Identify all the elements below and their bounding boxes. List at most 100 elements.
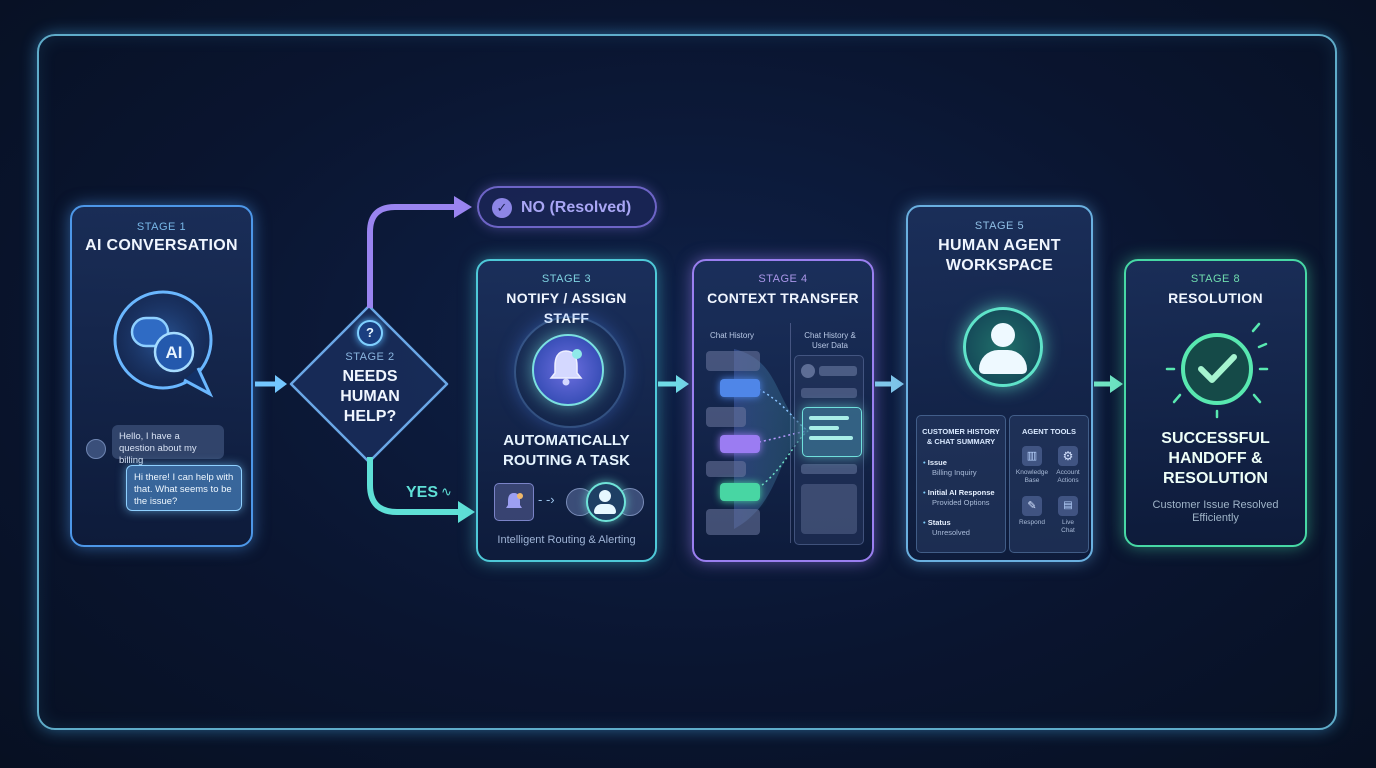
- history-title-line1: CUSTOMER HISTORY: [922, 427, 1000, 436]
- resolution-title: RESOLUTION: [1168, 290, 1263, 306]
- arrow-4-to-5: [875, 375, 904, 393]
- stage1-label: STAGE 1: [136, 221, 187, 233]
- stage3-heading-line2: ROUTING A TASK: [503, 452, 630, 469]
- staff-avatars-icon: [564, 482, 644, 522]
- merged-context-box: [802, 407, 862, 457]
- stage5-title: HUMAN AGENT WORKSPACE: [912, 236, 1087, 276]
- history-item-1: • Issue Billing Inquiry: [923, 458, 977, 477]
- history-value-issue: Billing Inquiry: [932, 468, 977, 477]
- check-circle-icon: ✓: [492, 198, 512, 218]
- ai-icon-text: AI: [166, 343, 183, 362]
- tool-kb-line2: Base: [1024, 477, 1040, 484]
- success-check-icon: [1165, 322, 1269, 419]
- user-avatar: [86, 439, 106, 459]
- history-key-status: Status: [927, 518, 951, 527]
- bell-icon: [549, 349, 583, 386]
- history-value-ai-response: Provided Options: [932, 498, 990, 507]
- tool-chat-line2: Chat: [1061, 527, 1075, 534]
- tool-account-line2: Actions: [1057, 477, 1079, 484]
- outer-frame: [37, 34, 1337, 730]
- stage1-card: STAGE 1 AI CONVERSATION AI Hello, I have…: [70, 205, 253, 547]
- stage5-title-line1: HUMAN AGENT: [938, 237, 1061, 254]
- pulse-icon: ∿: [441, 484, 452, 499]
- resolution-footer-line1: Customer Issue Resolved: [1152, 499, 1279, 511]
- user-data-col-line1: Chat History &: [804, 331, 856, 340]
- history-bar-1: [706, 351, 760, 371]
- question-mark: ?: [366, 325, 374, 340]
- stage3-label: STAGE 3: [541, 273, 592, 285]
- resolution-heading-line3: RESOLUTION: [1163, 470, 1268, 487]
- stage4-card: STAGE 4 CONTEXT TRANSFER Chat History Ch…: [692, 259, 874, 562]
- customer-history-panel: CUSTOMER HISTORY & CHAT SUMMARY • Issue …: [916, 415, 1006, 553]
- arrow-1-to-2: [255, 375, 287, 393]
- stage5-label: STAGE 5: [974, 220, 1025, 232]
- history-value-status: Unresolved: [932, 528, 970, 537]
- resolution-heading-line2: HANDOFF &: [1168, 450, 1263, 467]
- resolution-card: STAGE 8 RESOLUTION SUCCESSFUL HANDOFF & …: [1124, 259, 1307, 547]
- tool-chat-line1: Live: [1062, 519, 1074, 526]
- history-item-2: • Initial AI Response Provided Options: [923, 488, 995, 507]
- resolution-heading-line1: SUCCESSFUL: [1161, 430, 1270, 447]
- pencil-icon: ✎: [1022, 496, 1042, 516]
- history-panel-title: CUSTOMER HISTORY & CHAT SUMMARY: [917, 427, 1005, 447]
- ai-message: Hi there! I can help with that. What see…: [126, 465, 242, 511]
- chat-history-col-label: Chat History: [710, 331, 755, 340]
- no-branch-arrow: [367, 196, 472, 308]
- gear-icon: ⚙: [1058, 446, 1078, 466]
- stage2-label: STAGE 2: [345, 351, 395, 363]
- yes-label: YES: [406, 484, 439, 501]
- stage4-title: CONTEXT TRANSFER: [707, 290, 859, 306]
- stage2-title-line2: HUMAN: [340, 388, 400, 405]
- stage4-label: STAGE 4: [758, 273, 808, 285]
- stage1-title: AI CONVERSATION: [85, 237, 238, 254]
- agent-avatar-icon: [963, 307, 1043, 387]
- book-icon: ▥: [1022, 446, 1042, 466]
- resolution-footer: Customer Issue Resolved Efficiently: [1126, 499, 1305, 525]
- resolution-heading: SUCCESSFUL HANDOFF & RESOLUTION: [1126, 429, 1305, 489]
- tools-panel-title: AGENT TOOLS: [1021, 427, 1077, 436]
- alert-box-icon: [494, 483, 534, 521]
- tool-account-actions[interactable]: ⚙ Account Actions: [1051, 446, 1085, 485]
- arrow-5-to-6: [1094, 375, 1123, 393]
- history-key-issue: Issue: [927, 458, 947, 467]
- routing-arrow: - -›: [538, 492, 555, 507]
- tool-knowledge-base[interactable]: ▥ Knowledge Base: [1015, 446, 1049, 485]
- question-badge: ?: [357, 320, 383, 346]
- user-message: Hello, I have a question about my billin…: [112, 425, 224, 466]
- history-title-line2: & CHAT SUMMARY: [926, 437, 996, 446]
- history-bar-4: [720, 435, 760, 453]
- yes-branch-arrow: [367, 457, 475, 523]
- agent-tools-panel: AGENT TOOLS ▥ Knowledge Base ⚙ Account A…: [1009, 415, 1089, 553]
- history-bar-7: [706, 509, 760, 535]
- stage2-title-line3: HELP?: [343, 408, 397, 425]
- no-label: NO (Resolved): [521, 199, 632, 216]
- arrow-3-to-4: [658, 375, 689, 393]
- stage3-heading-line1: AUTOMATICALLY: [503, 432, 630, 449]
- tool-respond[interactable]: ✎ Respond: [1015, 496, 1049, 527]
- tool-live-chat[interactable]: ▤ Live Chat: [1051, 496, 1085, 535]
- history-bar-3: [706, 407, 746, 427]
- resolution-footer-line2: Efficiently: [1192, 512, 1239, 524]
- history-key-ai-response: Initial AI Response: [927, 488, 995, 497]
- history-bar-2: [720, 379, 760, 397]
- stage3-heading: AUTOMATICALLY ROUTING A TASK: [478, 431, 655, 471]
- tool-respond-line1: Respond: [1018, 519, 1046, 526]
- user-data-col-label: Chat History & User Data: [798, 331, 862, 351]
- ai-chat-icon: AI: [113, 290, 214, 398]
- stage2-title: NEEDS HUMAN HELP?: [318, 367, 422, 427]
- tool-account-line1: Account: [1056, 469, 1080, 476]
- history-item-3: • Status Unresolved: [923, 518, 970, 537]
- bell-halo: [514, 316, 626, 428]
- tool-kb-line1: Knowledge: [1015, 469, 1049, 476]
- stage5-title-line2: WORKSPACE: [945, 257, 1054, 274]
- stage3-card: STAGE 3 NOTIFY / ASSIGN STAFF AUTOMATICA…: [476, 259, 657, 562]
- stage2-title-line1: NEEDS: [342, 368, 398, 385]
- chat-icon: ▤: [1058, 496, 1078, 516]
- resolution-stage-label: STAGE 8: [1190, 273, 1241, 285]
- stage5-card: STAGE 5 HUMAN AGENT WORKSPACE CUSTOMER H…: [906, 205, 1093, 562]
- history-bar-5: [706, 461, 746, 477]
- user-data-col-line2: User Data: [811, 341, 848, 350]
- history-bar-6: [720, 483, 760, 501]
- no-resolved-pill: ✓ NO (Resolved): [477, 186, 657, 228]
- stage3-footer: Intelligent Routing & Alerting: [497, 534, 636, 546]
